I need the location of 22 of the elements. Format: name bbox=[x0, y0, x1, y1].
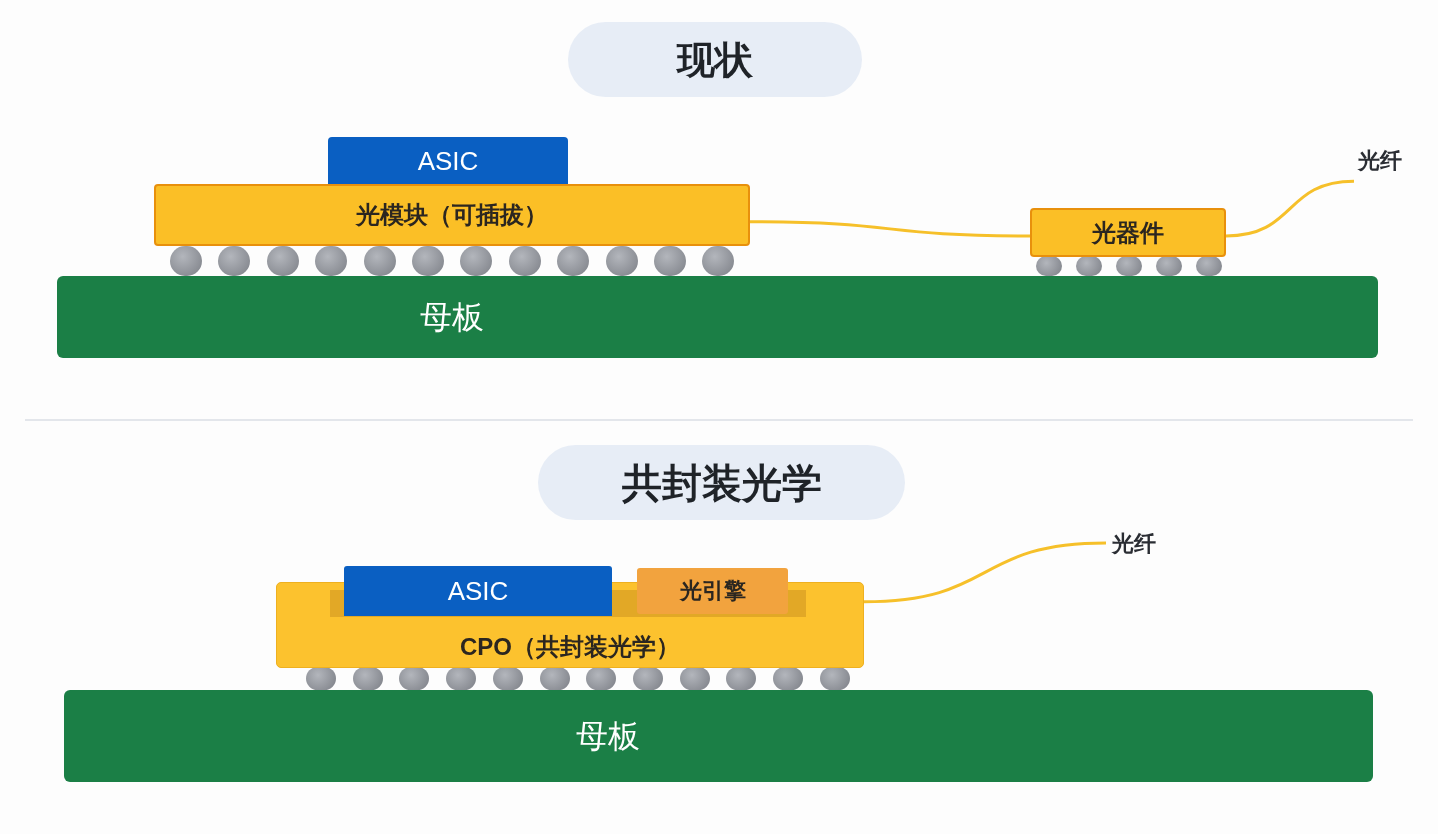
component-label: 光器件 bbox=[1092, 220, 1164, 245]
optical-fiber bbox=[750, 220, 1030, 238]
motherboard bbox=[64, 690, 1373, 782]
chip-label: ASIC bbox=[417, 147, 479, 174]
substrate-label: CPO（共封装光学） bbox=[460, 635, 680, 659]
section-heading: 共封装光学 bbox=[621, 462, 822, 503]
board-label: 母板 bbox=[576, 720, 640, 752]
asic-chip bbox=[328, 137, 568, 184]
board-label: 母板 bbox=[420, 301, 484, 333]
asic-chip bbox=[344, 566, 612, 616]
chip-label: ASIC bbox=[447, 578, 509, 604]
motherboard bbox=[57, 276, 1378, 358]
optical-fiber bbox=[863, 541, 1107, 604]
fiber-label: 光纤 bbox=[1354, 144, 1422, 184]
fiber-label: 光纤 bbox=[1106, 526, 1174, 560]
pluggable-optical-module bbox=[154, 184, 750, 246]
section-heading: 现状 bbox=[677, 40, 753, 79]
module-label: 光模块（可插拔） bbox=[356, 203, 548, 227]
optical-component bbox=[1030, 208, 1226, 257]
chip-label: 光引擎 bbox=[679, 580, 746, 602]
optical-fiber bbox=[1225, 179, 1355, 238]
optical-engine-chip bbox=[637, 568, 788, 614]
